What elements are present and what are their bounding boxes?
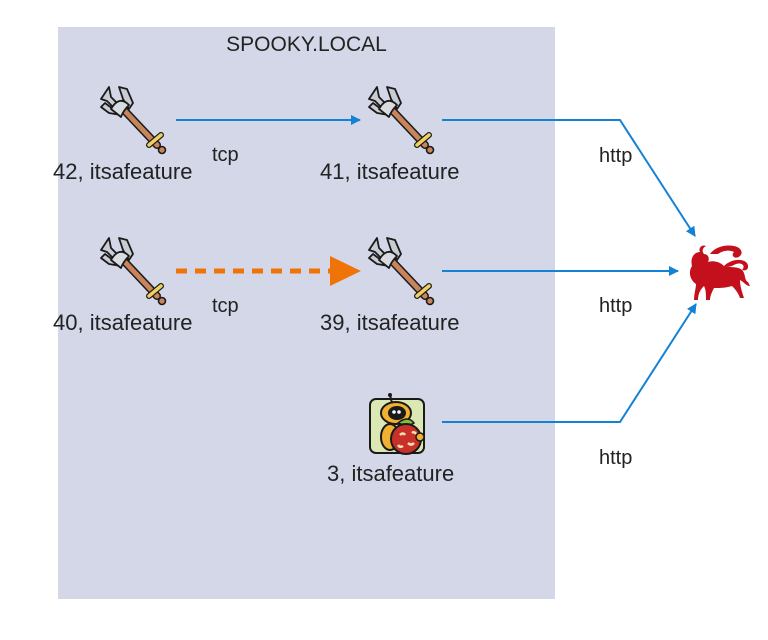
edge-41-to-target (442, 119, 696, 237)
node-label-40: 40, itsafeature (53, 310, 193, 335)
edge-label-http-2: http (599, 295, 633, 317)
node-label-41: 41, itsafeature (320, 159, 460, 184)
edge-40-to-39 (176, 256, 361, 286)
node-label-42: 42, itsafeature (53, 159, 193, 184)
group-title: SPOOKY.LOCAL (226, 33, 387, 56)
edge-label-tcp-1: tcp (212, 144, 239, 166)
robot-apple-icon (369, 393, 425, 455)
edge-3-to-target (442, 303, 697, 423)
edge-label-http-3: http (599, 447, 633, 469)
node-label-3: 3, itsafeature (327, 461, 455, 486)
node-label-39: 39, itsafeature (320, 310, 460, 335)
chimera-lion-icon[interactable] (689, 245, 750, 300)
edge-40-to-39-arrowhead (330, 256, 361, 286)
edge-label-tcp-2: tcp (212, 295, 239, 317)
edge-label-http-1: http (599, 145, 633, 167)
